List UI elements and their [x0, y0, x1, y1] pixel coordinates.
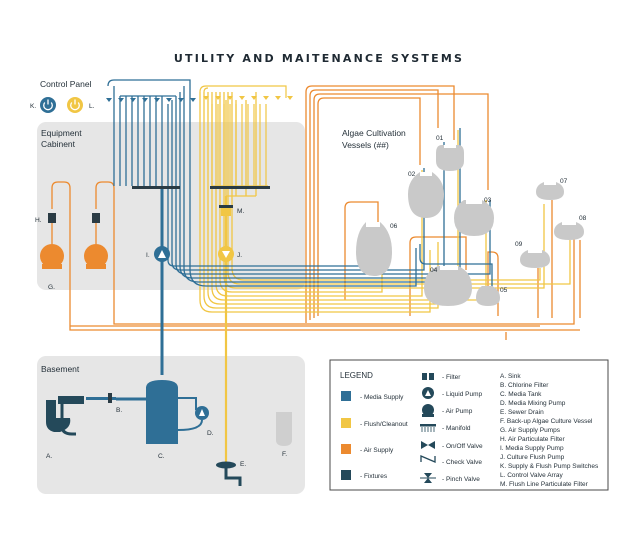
vessel-03 — [454, 200, 494, 236]
flush-line-filter — [219, 205, 233, 216]
legend-liquid-pump-label: - Liquid Pump — [442, 391, 482, 398]
equipment-label-line2: Cabinent — [41, 139, 76, 149]
filter-icon — [422, 373, 434, 380]
vessel-label-02: 02 — [408, 171, 416, 178]
air-pump-feed — [51, 223, 97, 244]
label-b: B. — [116, 407, 122, 414]
vessel-05 — [476, 286, 500, 306]
media-supply-lines — [107, 79, 493, 292]
air-supply-lines — [51, 85, 581, 340]
legend-key-g: G. Air Supply Pumps — [500, 427, 561, 434]
vessel-09 — [520, 250, 550, 268]
vessel-label-01: 01 — [436, 135, 444, 142]
liquid-pump-icon — [422, 387, 434, 399]
vessel-08 — [554, 222, 584, 240]
vessel-02 — [408, 172, 444, 218]
label-i: I. — [146, 252, 150, 259]
supply-pump-switch — [40, 97, 56, 113]
control-panel-label: Control Panel — [40, 79, 92, 89]
legend-key-b: B. Chlorine Filter — [500, 382, 549, 389]
vessel-label-09: 09 — [515, 241, 523, 248]
legend-swatch-flush — [341, 418, 351, 428]
diagram-title: UTILITY AND MAITENANCE SYSTEMS — [174, 52, 464, 65]
legend-box — [329, 359, 609, 491]
label-j: J. — [237, 252, 242, 259]
label-m: M. — [237, 208, 244, 215]
legend-key-l: L. Control Valve Array — [500, 472, 563, 479]
vessel-01 — [436, 145, 464, 171]
vessel-06 — [356, 222, 392, 276]
media-tank — [146, 380, 178, 444]
vessels-label-line1: Algae Cultivation — [342, 128, 406, 138]
legend-key-d: D. Media Mixing Pump — [500, 400, 566, 407]
label-h: H. — [35, 217, 42, 224]
legend-air-pump-label: - Air Pump — [442, 408, 473, 415]
flush-pump-switch — [67, 97, 83, 113]
flush-manifold — [210, 186, 270, 189]
legend-on-off-label: - On/Off Valve — [442, 443, 483, 450]
legend-flush-label: - Flush/Cleanout — [360, 421, 408, 428]
legend-key-h: H. Air Particulate Filter — [500, 436, 565, 443]
legend-pinch-label: - Pinch Valve — [442, 476, 480, 483]
label-f: F. — [282, 451, 287, 458]
legend-air-label: - Air Supply — [360, 447, 394, 454]
on-off-valve-icon — [421, 441, 435, 449]
culture-flush-pump — [218, 246, 234, 262]
legend-key-k: K. Supply & Flush Pump Switches — [500, 463, 599, 470]
legend-key-a: A. Sink — [500, 373, 521, 380]
backup-culture-vessel — [276, 412, 292, 446]
legend-filter-label: - Filter — [442, 374, 461, 381]
legend-media-label: - Media Supply — [360, 394, 404, 401]
air-supply-pump-2 — [84, 213, 108, 269]
media-supply-pump — [154, 246, 170, 262]
air-supply-pump-1 — [40, 213, 64, 269]
manifold-icon — [420, 424, 436, 432]
vessel-highlights — [366, 145, 576, 270]
label-c: C. — [158, 453, 165, 460]
legend-key: A. Sink B. Chlorine Filter C. Media Tank… — [500, 373, 599, 488]
vessel-07 — [536, 182, 564, 200]
legend-key-e: E. Sewer Drain — [500, 409, 544, 416]
vessel-group — [356, 145, 584, 306]
vessel-label-06: 06 — [390, 223, 398, 230]
legend-key-m: M. Flush Line Particulate Filter — [500, 481, 589, 488]
vessel-label-07: 07 — [560, 178, 568, 185]
mixing-loop — [177, 397, 203, 431]
legend-swatch-air — [341, 444, 351, 454]
vessel-label-05: 05 — [500, 287, 508, 294]
air-pump-icon — [422, 404, 434, 417]
sewer-drain — [216, 461, 242, 486]
legend-key-c: C. Media Tank — [500, 391, 542, 398]
label-e: E. — [240, 461, 246, 468]
vessel-label-03: 03 — [484, 197, 492, 204]
vessels-label-line2: Vessels (##) — [342, 140, 389, 150]
check-valve-icon — [420, 455, 436, 463]
label-g: G. — [48, 284, 55, 291]
media-manifold — [132, 186, 180, 189]
legend-check-label: - Check Valve — [442, 459, 482, 466]
legend-swatch-fixtures — [341, 470, 351, 480]
vessel-label-04: 04 — [430, 267, 438, 274]
vessel-label-08: 08 — [579, 215, 587, 222]
equipment-label-line1: Equipment — [41, 128, 82, 138]
vessel-04 — [424, 266, 472, 306]
legend-manifold-label: - Manifold — [442, 425, 471, 432]
basement-label: Basement — [41, 364, 80, 374]
label-k: K. — [30, 103, 36, 110]
sink — [46, 396, 84, 436]
legend-title: LEGEND — [340, 371, 373, 380]
pinch-valve-icon — [420, 473, 436, 483]
legend-key-j: J. Culture Flush Pump — [500, 454, 565, 461]
label-a: A. — [46, 453, 52, 460]
label-d: D. — [207, 430, 214, 437]
label-l: L. — [89, 103, 95, 110]
flush-lines — [199, 92, 571, 475]
legend-key-f: F. Back-up Algae Culture Vessel — [500, 418, 593, 425]
legend-swatch-media — [341, 391, 351, 401]
chlorine-filter — [86, 393, 116, 403]
legend-key-i: I. Media Supply Pump — [500, 445, 564, 452]
legend-fixtures-label: - Fixtures — [360, 473, 388, 480]
media-mixing-pump — [195, 406, 209, 420]
